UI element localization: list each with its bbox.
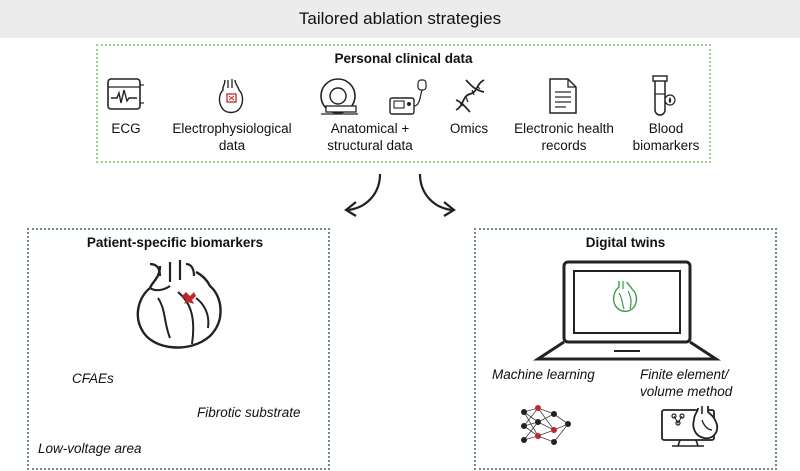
finite-element-label-line1: Finite element/	[640, 367, 729, 382]
clinical-item-label: Anatomical + structural data	[327, 121, 413, 153]
clinical-item-label: Electrophysiological data	[172, 121, 292, 153]
arrow-right-icon	[418, 173, 456, 217]
clinical-data-heading: Personal clinical data	[334, 51, 473, 66]
low-voltage-area-label: Low-voltage area	[38, 441, 142, 456]
laptop-icon	[532, 260, 722, 361]
dna-icon	[455, 79, 485, 113]
biomarkers-heading: Patient-specific biomarkers	[86, 235, 264, 250]
digital-twins-heading: Digital twins	[585, 235, 666, 250]
mri-scanner-icon	[320, 78, 427, 115]
digital-twins-panel	[474, 228, 777, 470]
clinical-item-label: ECG	[111, 121, 141, 136]
test-tube-icon	[652, 75, 676, 116]
heart-icon	[136, 260, 222, 349]
heart-model-icon	[612, 281, 638, 312]
document-icon	[549, 78, 577, 114]
clinical-item-label: Omics	[449, 121, 489, 136]
cfaes-label: CFAEs	[72, 371, 114, 386]
machine-learning-label: Machine learning	[492, 367, 595, 382]
clinical-data-panel	[96, 44, 711, 163]
neural-network-icon	[521, 405, 571, 445]
heart-icon	[218, 79, 244, 114]
biomarkers-panel	[27, 228, 330, 470]
clinical-item-label: Blood biomarkers	[632, 121, 700, 153]
arrow-left-icon	[344, 173, 382, 217]
clinical-item-label: Electronic health records	[514, 121, 614, 153]
fibrotic-substrate-label: Fibrotic substrate	[197, 405, 301, 420]
ecg-monitor-icon	[107, 78, 144, 110]
title-bar: Tailored ablation strategies	[0, 0, 800, 38]
computer-heart-model-icon	[661, 406, 719, 447]
finite-element-label-line2: volume method	[640, 384, 733, 399]
page-title: Tailored ablation strategies	[298, 9, 502, 28]
